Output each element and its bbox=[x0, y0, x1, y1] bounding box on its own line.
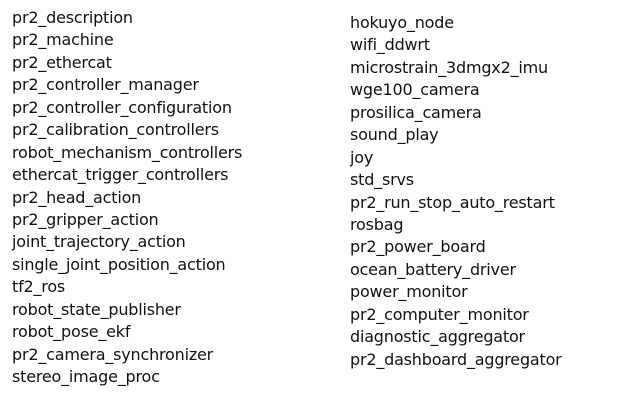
list-item: pr2_run_stop_auto_restart bbox=[350, 192, 555, 212]
list-item: rosbag bbox=[350, 214, 404, 234]
list-item: std_srvs bbox=[350, 170, 414, 190]
list-item: pr2_controller_manager bbox=[12, 75, 199, 95]
list-item: microstrain_3dmgx2_imu bbox=[350, 57, 548, 77]
list-item: ocean_battery_driver bbox=[350, 259, 516, 279]
list-item: robot_state_publisher bbox=[12, 299, 181, 319]
list-item: wge100_camera bbox=[350, 80, 480, 100]
list-item: joint_trajectory_action bbox=[12, 232, 186, 252]
list-item: hokuyo_node bbox=[350, 13, 454, 32]
list-item: pr2_gripper_action bbox=[12, 209, 159, 229]
left-package-list: pr2_description pr2_machine pr2_ethercat… bbox=[12, 7, 242, 388]
list-item: joy bbox=[350, 147, 374, 167]
list-item: prosilica_camera bbox=[350, 102, 482, 122]
list-item: pr2_computer_monitor bbox=[350, 304, 529, 324]
list-item: wifi_ddwrt bbox=[350, 35, 430, 55]
list-item: pr2_calibration_controllers bbox=[12, 120, 219, 140]
list-item: pr2_power_board bbox=[350, 237, 486, 257]
list-item: pr2_ethercat bbox=[12, 52, 112, 72]
list-item: pr2_machine bbox=[12, 30, 114, 50]
list-item: pr2_head_action bbox=[12, 187, 142, 207]
list-item: pr2_dashboard_aggregator bbox=[350, 349, 562, 369]
list-item: pr2_description bbox=[12, 8, 133, 27]
list-item: single_joint_position_action bbox=[12, 254, 226, 274]
list-item: power_monitor bbox=[350, 282, 468, 302]
list-item: pr2_controller_configuration bbox=[12, 97, 232, 117]
list-item: ethercat_trigger_controllers bbox=[12, 165, 229, 185]
list-item: robot_mechanism_controllers bbox=[12, 142, 243, 162]
list-item: stereo_image_proc bbox=[12, 367, 160, 386]
list-item: diagnostic_aggregator bbox=[350, 327, 525, 347]
list-item: tf2_ros bbox=[12, 277, 66, 297]
list-item: sound_play bbox=[350, 125, 439, 145]
list-item: pr2_camera_synchronizer bbox=[12, 344, 214, 364]
right-package-list: hokuyo_node wifi_ddwrt microstrain_3dmgx… bbox=[350, 12, 562, 371]
list-item: robot_pose_ekf bbox=[12, 322, 131, 342]
